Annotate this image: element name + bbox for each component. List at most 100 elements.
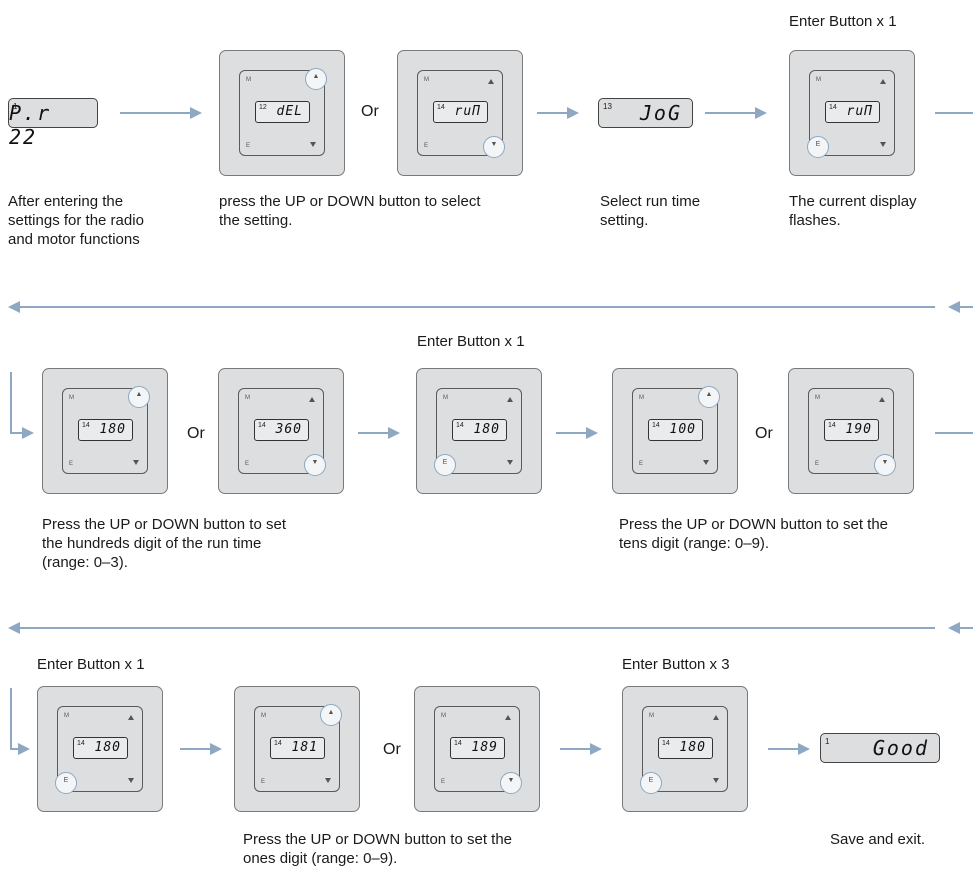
- lcd-value: 190: [845, 422, 872, 437]
- enter-button-highlight[interactable]: E: [55, 772, 77, 794]
- lcd-value: dEL: [276, 104, 303, 119]
- lcd-small-digit: 14: [77, 740, 85, 747]
- display-small-digit: 13: [603, 102, 612, 111]
- caption-select-setting: press the UP or DOWN button to select th…: [219, 192, 559, 230]
- down-arrow-icon: ▼: [490, 141, 498, 148]
- down-arrow-icon: ▼: [507, 777, 515, 784]
- down-arrow-icon: [703, 460, 709, 465]
- control-panel-del: M E 12 dEL ▲: [219, 50, 345, 176]
- up-button-highlight[interactable]: ▲: [320, 704, 342, 726]
- control-panel-189-down: M E 14 189 ▼: [414, 686, 540, 812]
- lcd-display: 14 ruΠ: [825, 101, 880, 123]
- down-arrow-icon: [310, 142, 316, 147]
- enter-button-highlight[interactable]: E: [434, 454, 456, 476]
- m-label: M: [639, 395, 644, 401]
- down-arrow-icon: [880, 142, 886, 147]
- caption-line: The current display: [789, 193, 917, 210]
- arrow-right: [705, 107, 767, 119]
- display-jog: 13 JoG: [598, 98, 693, 128]
- caption-line: flashes.: [789, 212, 841, 229]
- caption-line: After entering the: [8, 193, 124, 210]
- control-panel-180-enter-r3: M 14 180 E: [37, 686, 163, 812]
- caption-line: tens digit (range: 0–9).: [619, 535, 770, 552]
- lcd-value: ruΠ: [846, 104, 873, 119]
- lcd-value: 100: [669, 422, 696, 437]
- lcd-display: 14 180: [73, 737, 128, 759]
- lcd-small-digit: 14: [437, 104, 445, 111]
- e-label: E: [815, 461, 820, 467]
- e-label: E: [442, 459, 448, 466]
- m-label: M: [443, 395, 448, 401]
- lcd-value: 180: [679, 740, 706, 755]
- panel-inner: M E 14 181 ▲: [254, 704, 342, 792]
- lcd-value: 189: [471, 740, 498, 755]
- up-arrow-icon: [505, 715, 511, 720]
- e-label: E: [639, 461, 644, 467]
- m-label: M: [649, 713, 654, 719]
- down-button-highlight[interactable]: ▼: [304, 454, 326, 476]
- control-panel-360-down: M E 14 360 ▼: [218, 368, 344, 494]
- control-panel-190-down: M E 14 190 ▼: [788, 368, 914, 494]
- arrow-right: [358, 427, 400, 439]
- up-arrow-icon: ▲: [705, 391, 713, 398]
- arrow-right: [10, 427, 34, 439]
- display-good: 1 Good: [820, 733, 940, 763]
- up-arrow-icon: [713, 715, 719, 720]
- caption-line: Save and exit.: [830, 831, 926, 848]
- panel-inner: M E 14 180 ▲: [62, 386, 150, 474]
- control-panel-run: M E 14 ruΠ ▼: [397, 50, 523, 176]
- up-arrow-icon: [880, 79, 886, 84]
- return-arrow: [8, 301, 935, 313]
- arrow-right: [768, 743, 810, 755]
- return-arrow-tail: [948, 301, 973, 313]
- down-button-highlight[interactable]: ▼: [500, 772, 522, 794]
- enter-button-highlight[interactable]: E: [807, 136, 829, 158]
- lcd-display: 12 dEL: [255, 101, 310, 123]
- lcd-value: 180: [473, 422, 500, 437]
- caption-display-flashes: The current display flashes.: [789, 192, 969, 230]
- down-button-highlight[interactable]: ▼: [874, 454, 896, 476]
- display-value: JoG: [639, 101, 682, 125]
- or-label: Or: [187, 425, 205, 442]
- lcd-small-digit: 14: [454, 740, 462, 747]
- row3-enter-heading-1: Enter Button x 1: [37, 656, 145, 673]
- arrow-right: [537, 107, 579, 119]
- down-arrow-icon: [713, 778, 719, 783]
- arrow-right: [180, 743, 222, 755]
- row3-enter-heading-3: Enter Button x 3: [622, 656, 730, 673]
- caption-select-run-time: Select run time setting.: [600, 192, 750, 230]
- lcd-value: 360: [275, 422, 302, 437]
- m-label: M: [261, 713, 266, 719]
- lcd-display: 14 190: [824, 419, 879, 441]
- row1-enter-heading: Enter Button x 1: [789, 13, 897, 30]
- panel-inner: M E 14 100 ▲: [632, 386, 720, 474]
- up-arrow-icon: ▲: [135, 391, 143, 398]
- lcd-display: 14 180: [452, 419, 507, 441]
- up-button-highlight[interactable]: ▲: [305, 68, 327, 90]
- panel-inner: M E 14 189 ▼: [434, 706, 522, 794]
- panel-inner: M E 14 360 ▼: [238, 388, 326, 476]
- m-label: M: [441, 713, 446, 719]
- up-button-highlight[interactable]: ▲: [128, 386, 150, 408]
- down-arrow-icon: [325, 778, 331, 783]
- panel-inner: M E 14 190 ▼: [808, 388, 896, 476]
- lcd-small-digit: 14: [652, 422, 660, 429]
- lcd-value: 181: [291, 740, 318, 755]
- m-label: M: [815, 395, 820, 401]
- lcd-display: 14 180: [78, 419, 133, 441]
- enter-button-highlight[interactable]: E: [640, 772, 662, 794]
- row2-enter-heading: Enter Button x 1: [417, 333, 525, 350]
- e-label: E: [424, 143, 429, 149]
- m-label: M: [69, 395, 74, 401]
- down-button-highlight[interactable]: ▼: [483, 136, 505, 158]
- panel-inner: M 14 180 E: [434, 388, 522, 476]
- caption-line: the hundreds digit of the run time: [42, 535, 262, 552]
- panel-inner: M E 12 dEL ▲: [239, 68, 327, 156]
- lcd-small-digit: 14: [82, 422, 90, 429]
- m-label: M: [246, 77, 251, 83]
- lcd-display: 14 ruΠ: [433, 101, 488, 123]
- lcd-display: 14 360: [254, 419, 309, 441]
- up-button-highlight[interactable]: ▲: [698, 386, 720, 408]
- or-label: Or: [383, 741, 401, 758]
- down-arrow-icon: [128, 778, 134, 783]
